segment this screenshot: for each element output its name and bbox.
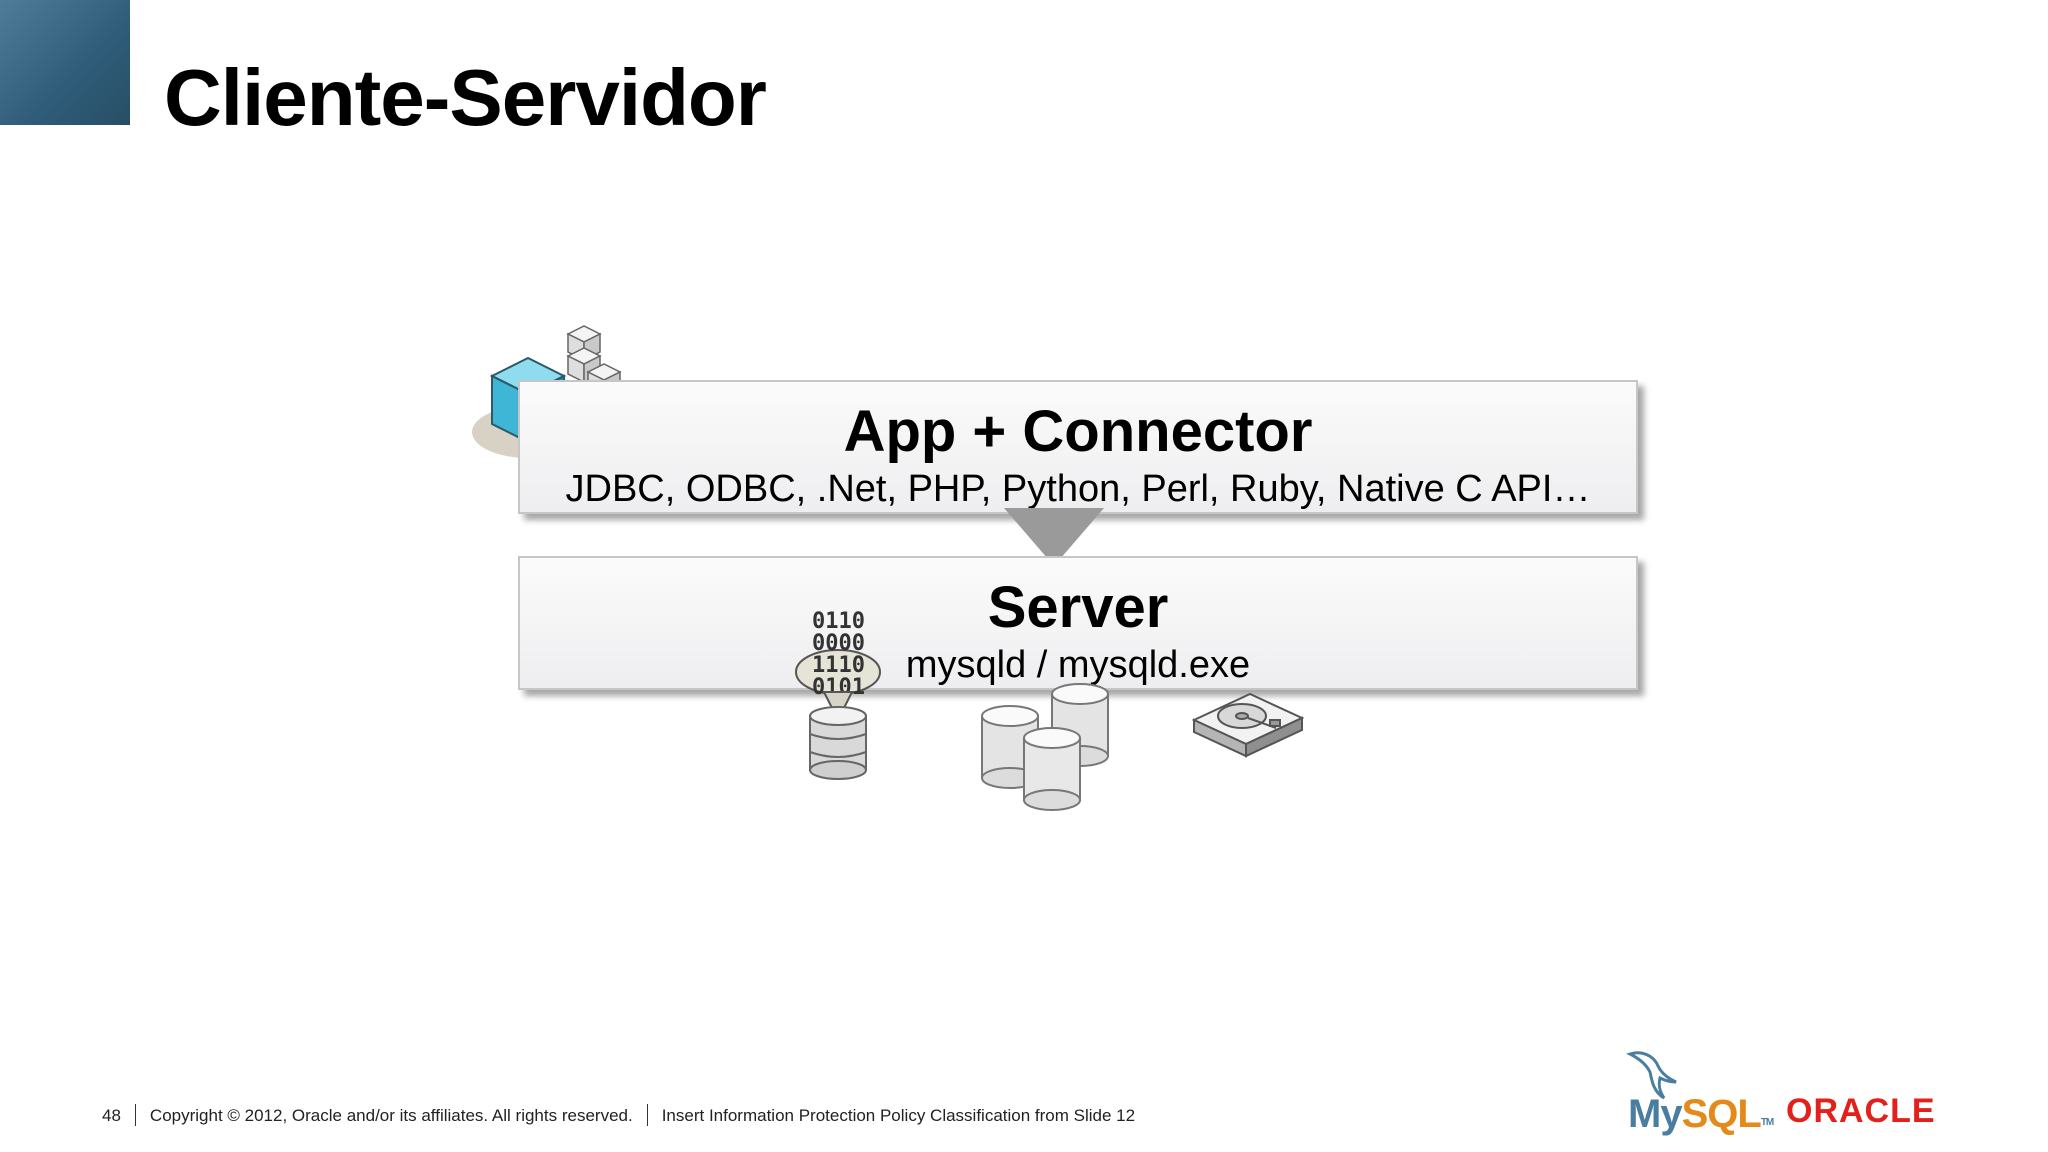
mysql-dolphin-icon: [1626, 1051, 1677, 1100]
server-process: mysqld / mysqld.exe: [905, 644, 1251, 686]
slide-footer: 48 Copyright © 2012, Oracle and/or its af…: [102, 1104, 1135, 1126]
down-arrow-icon: [1004, 508, 1104, 566]
hard-disk-icon: [1191, 692, 1305, 758]
slide-title: Cliente-Servidor: [164, 53, 767, 142]
classification-text: Insert Information Protection Policy Cla…: [661, 1106, 1136, 1125]
app-connector-title: App + Connector: [843, 399, 1313, 464]
server-title: Server: [987, 575, 1169, 640]
database-filter-icon: 0110 0000 1110 0101: [795, 609, 881, 780]
mysql-logo-sql: SQL: [1681, 1092, 1762, 1136]
mysql-logo: MySQLTM: [1628, 1092, 1774, 1137]
server-box: Server mysqld / mysqld.exe: [518, 556, 1638, 690]
app-connector-box: App + Connector JDBC, ODBC, .Net, PHP, P…: [518, 380, 1638, 514]
database-cluster-icon: [981, 683, 1109, 811]
connector-list: JDBC, ODBC, .Net, PHP, Python, Perl, Rub…: [565, 468, 1591, 510]
binary-row: 1110: [812, 653, 865, 678]
page-number: 48: [102, 1106, 121, 1125]
copyright-text: Copyright © 2012, Oracle and/or its affi…: [149, 1106, 633, 1125]
footer-divider: [134, 1104, 136, 1126]
title-accent-block: [0, 0, 130, 125]
oracle-logo: ORACLE: [1786, 1092, 1936, 1130]
binary-row: 0000: [812, 631, 865, 656]
binary-row: 0110: [812, 609, 865, 634]
mysql-logo-my: My: [1628, 1092, 1683, 1136]
footer-divider: [646, 1104, 648, 1126]
mysql-logo-tm: TM: [1760, 1117, 1774, 1128]
